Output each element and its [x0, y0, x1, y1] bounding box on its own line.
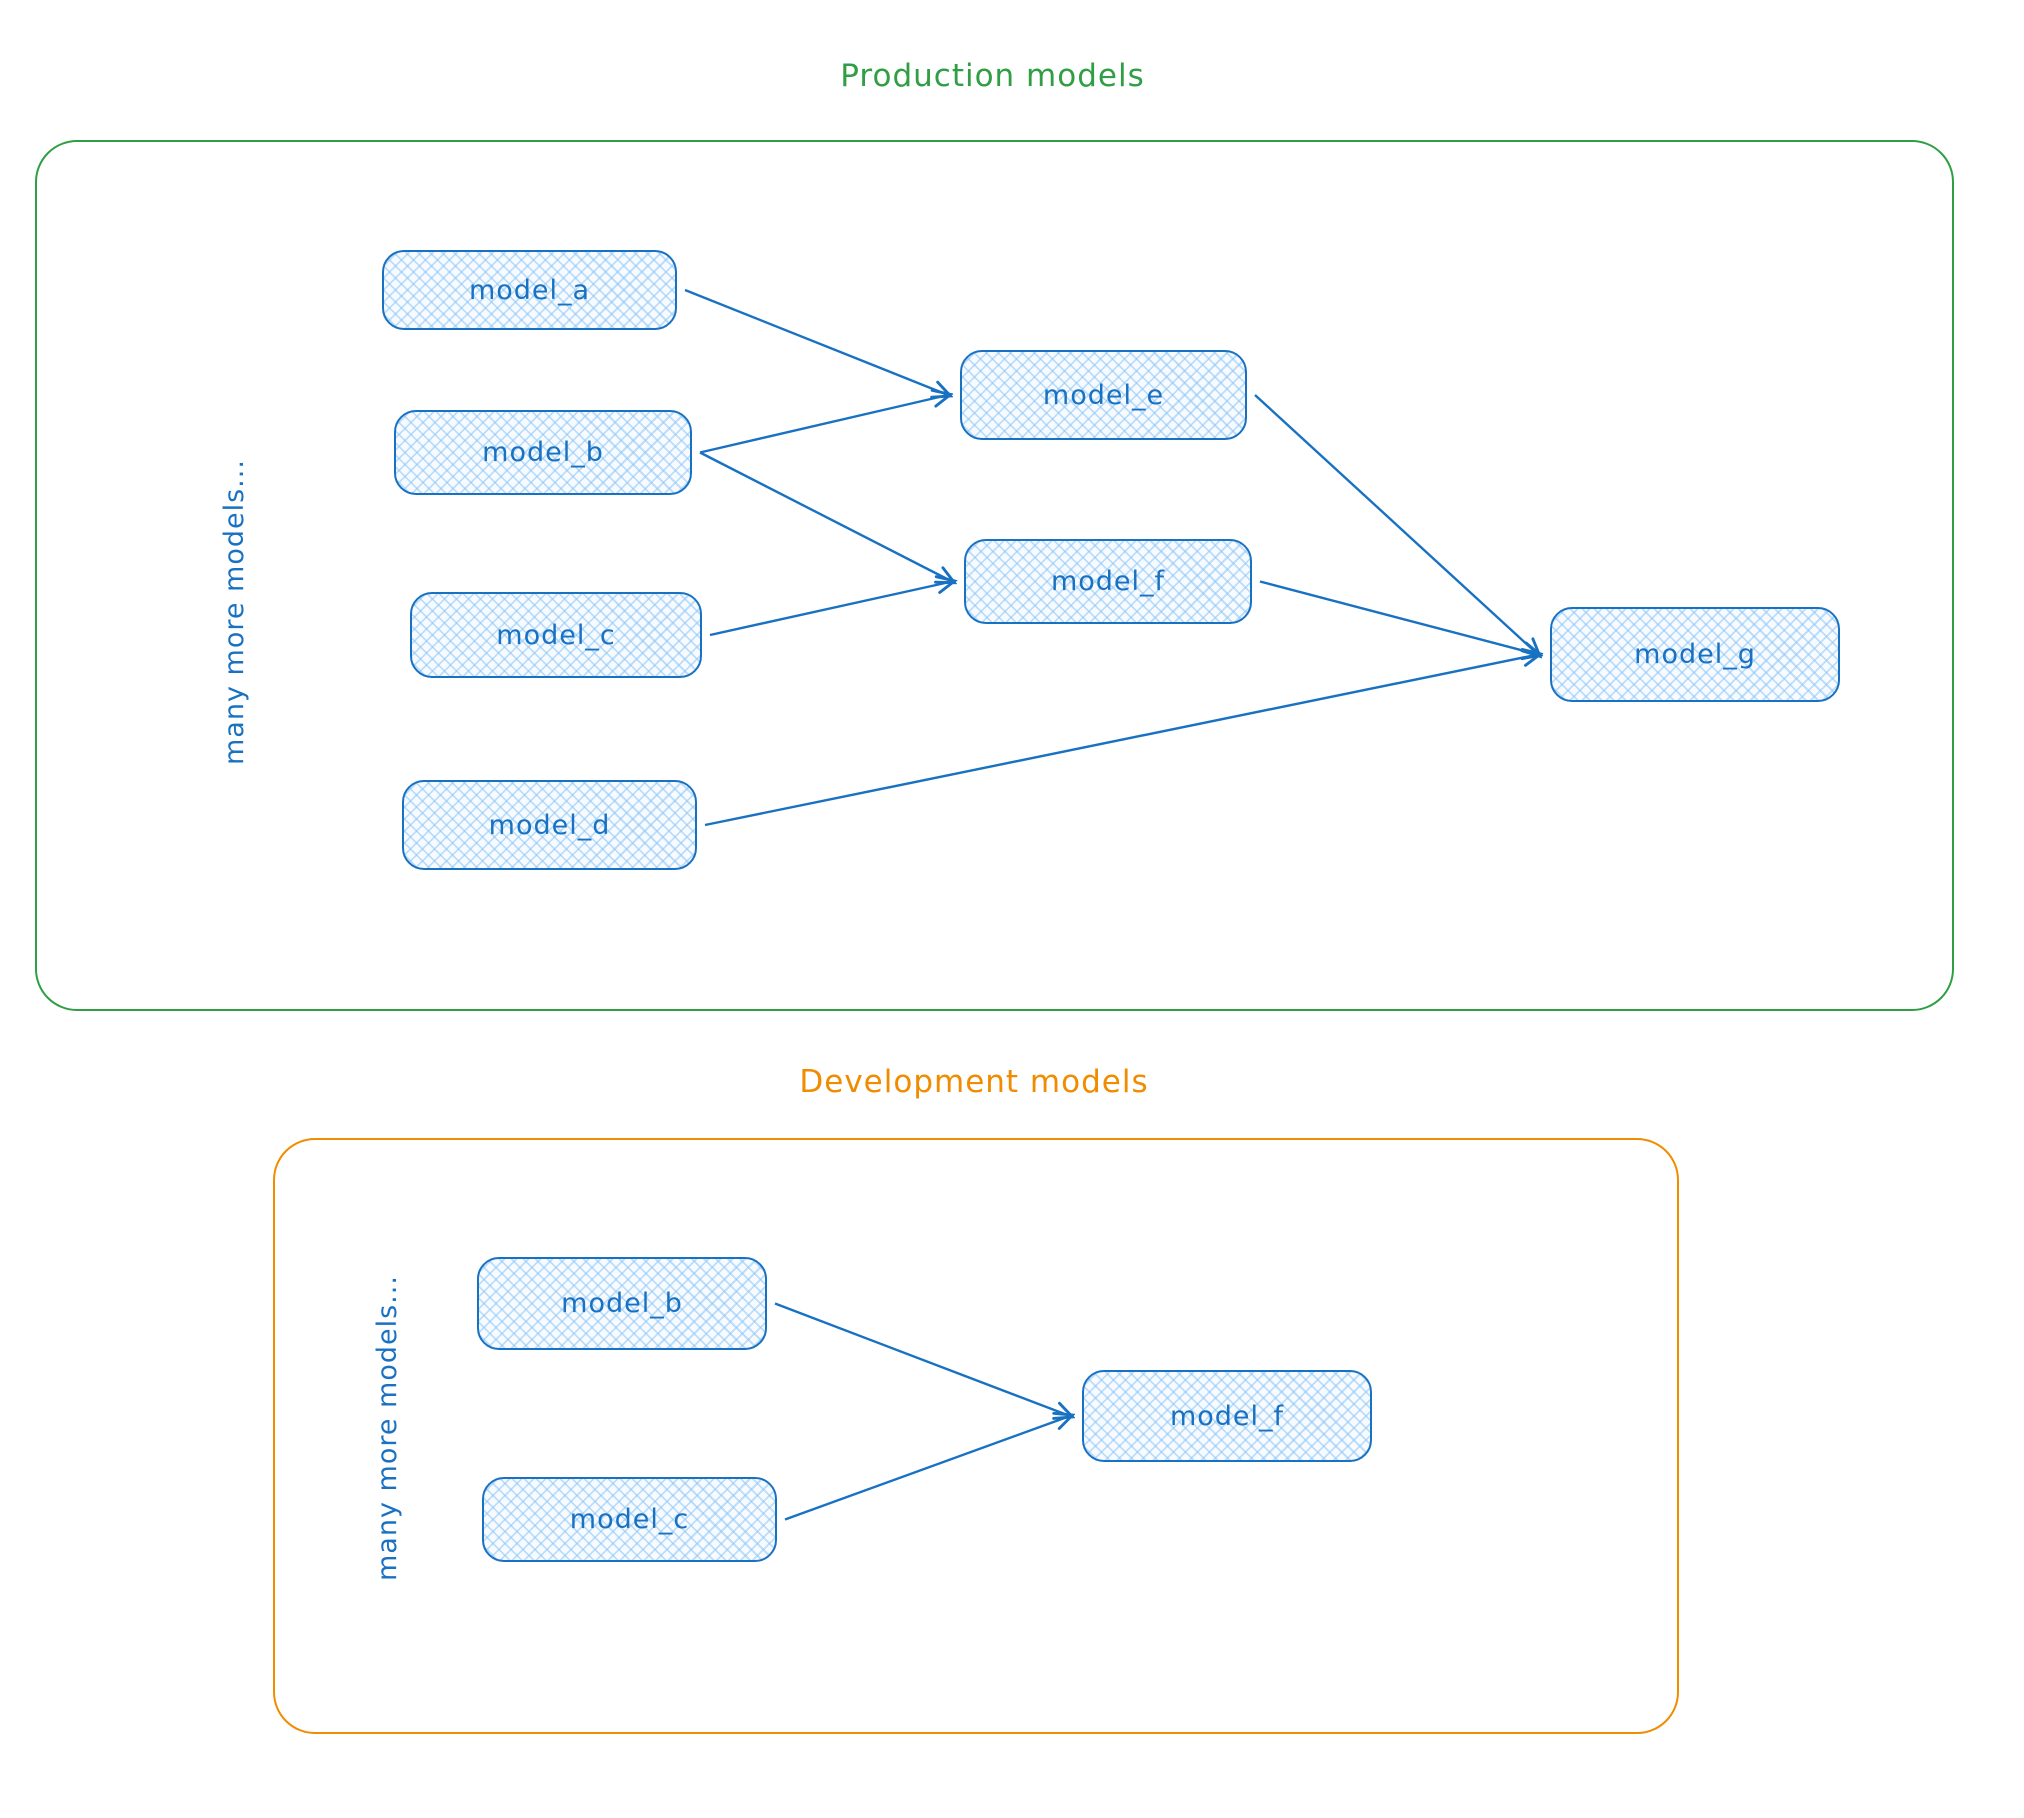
node-label: model_b	[561, 1288, 683, 1319]
node-model-b: model_b	[394, 410, 692, 495]
node-label: model_d	[488, 809, 611, 841]
node-model-e: model_e	[960, 350, 1247, 440]
node-model-d: model_d	[402, 780, 697, 870]
development-section-title: Development models	[799, 1064, 1149, 1100]
production-side-label: many more models...	[219, 459, 250, 765]
node-model-f: model_f	[964, 539, 1252, 624]
node-model-f-dev: model_f	[1082, 1370, 1372, 1462]
development-container: many more models... model_b model_c mode…	[273, 1138, 1679, 1734]
node-model-c: model_c	[410, 592, 702, 678]
node-model-c-dev: model_c	[482, 1477, 777, 1562]
development-edges-layer	[774, 1302, 1677, 1521]
node-model-g: model_g	[1550, 607, 1840, 702]
development-side-label: many more models...	[372, 1275, 403, 1581]
node-label: model_c	[569, 1504, 690, 1535]
node-label: model_f	[1050, 566, 1166, 597]
node-model-b-dev: model_b	[477, 1257, 767, 1350]
node-label: model_b	[482, 437, 604, 468]
production-container: many more models... model_a model_b mode…	[35, 140, 1954, 1011]
node-label: model_a	[468, 274, 591, 306]
node-label: model_f	[1169, 1400, 1285, 1432]
node-label: model_g	[1634, 639, 1756, 670]
node-label: model_c	[496, 619, 616, 651]
node-label: model_e	[1042, 379, 1165, 411]
production-section-title: Production models	[840, 58, 1145, 94]
node-model-a: model_a	[382, 250, 677, 330]
